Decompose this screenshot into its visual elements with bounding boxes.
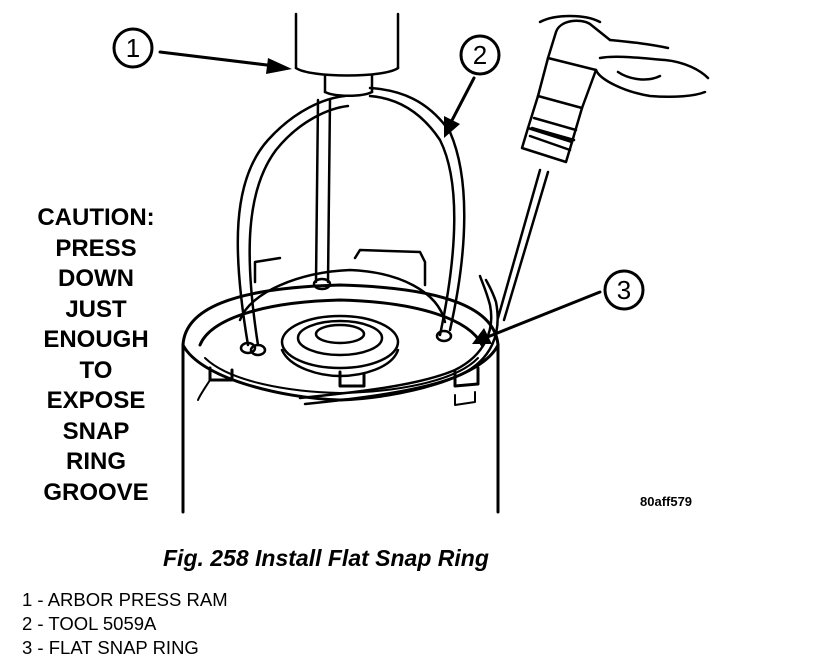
arrowhead-1 <box>266 58 292 74</box>
figure-id: 80aff579 <box>640 494 693 509</box>
caution-line: ENOUGH <box>43 326 149 353</box>
arrowhead-2 <box>444 116 460 138</box>
legend-item: 2 - TOOL 5059A <box>22 613 157 634</box>
caution-line: RING <box>66 448 126 475</box>
clutch-housing-drum <box>181 283 500 514</box>
legend: 1 - ARBOR PRESS RAM 2 - TOOL 5059A 3 - F… <box>22 588 228 660</box>
legend-item: 1 - ARBOR PRESS RAM <box>22 589 228 610</box>
tool-5059a <box>236 86 466 357</box>
hand <box>538 14 710 99</box>
screwdriver <box>496 19 612 322</box>
clutch-hub <box>238 248 447 378</box>
svg-text:1: 1 <box>126 33 140 63</box>
svg-text:3: 3 <box>617 275 631 305</box>
caution-note: CAUTION: PRESS DOWN JUST ENOUGH TO EXPOS… <box>20 203 172 508</box>
caution-line: PRESS <box>55 234 137 262</box>
flat-snap-ring <box>298 274 499 406</box>
leader-arrows <box>158 50 602 342</box>
caution-line: TO <box>79 356 113 384</box>
caution-line: SNAP <box>62 417 130 445</box>
callout-2: 2 <box>459 34 501 76</box>
caution-line: GROOVE <box>43 478 149 506</box>
arrowhead-3 <box>472 328 492 344</box>
arbor-press-ram <box>294 12 400 97</box>
legend-item: 3 - FLAT SNAP RING <box>22 637 199 658</box>
caution-line: EXPOSE <box>46 387 146 414</box>
callout-1: 1 <box>112 27 154 69</box>
callout-3: 3 <box>603 269 645 311</box>
caution-line: DOWN <box>58 265 134 292</box>
caution-line: JUST <box>65 295 127 323</box>
caution-line: CAUTION: <box>37 204 155 231</box>
svg-text:2: 2 <box>473 40 487 70</box>
figure-title: Fig. 258 Install Flat Snap Ring <box>163 545 489 571</box>
